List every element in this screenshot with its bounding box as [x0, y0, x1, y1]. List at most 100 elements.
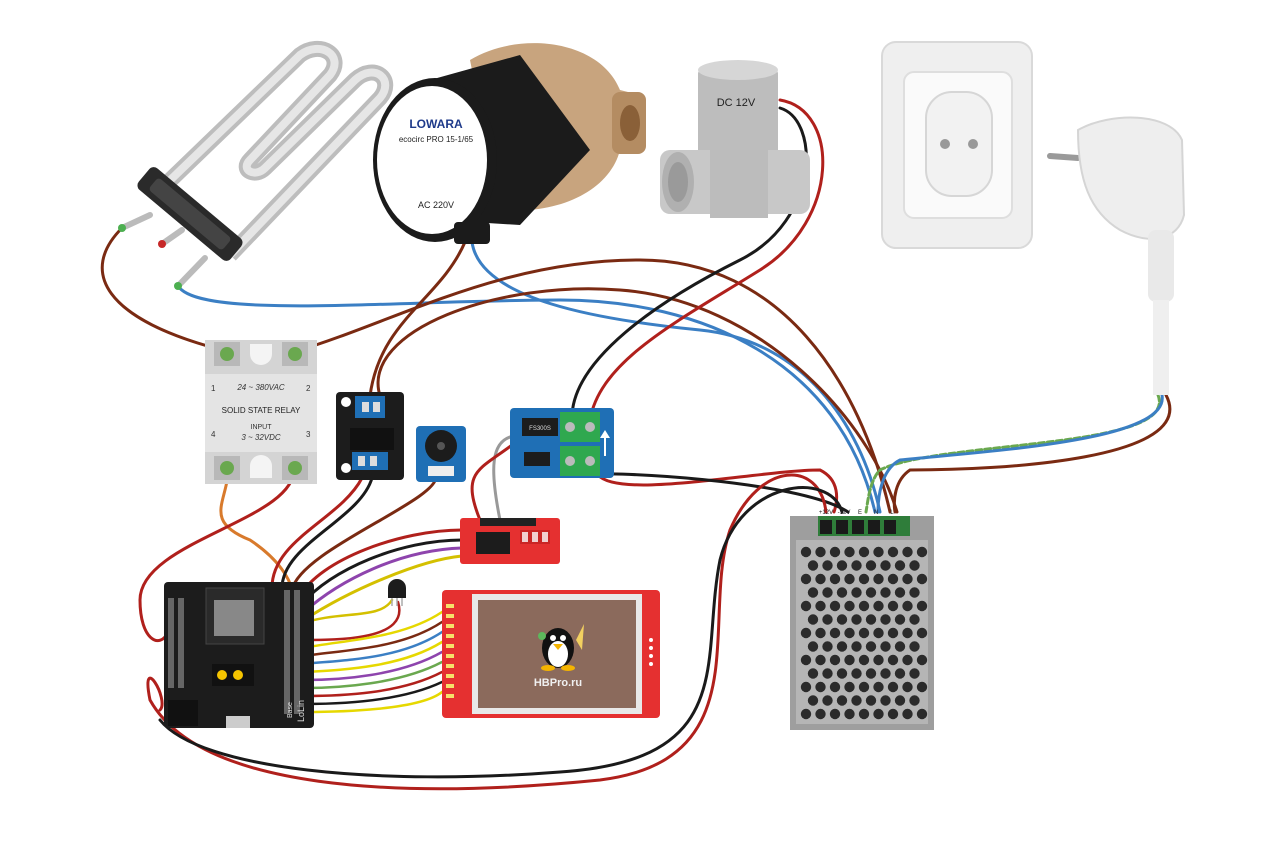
psu-vent-hole [916, 546, 928, 558]
psu-vent-hole [916, 654, 928, 666]
psu-vent-holes [800, 546, 928, 720]
psu-vent-hole [873, 627, 884, 639]
mcu-board: LoLin Base [164, 582, 314, 728]
psu-vent-hole [844, 654, 855, 666]
wire-tft-3 [302, 630, 444, 666]
psu-vent-hole [844, 573, 855, 585]
psu-vent-hole [909, 641, 920, 652]
psu-vent-hole [880, 641, 891, 652]
display-brand: HBPro.ru [534, 677, 582, 689]
psu-vent-hole [916, 573, 928, 585]
solenoid-valve: DC 12V [660, 60, 810, 218]
mcu-left-headers [168, 598, 184, 688]
psu-vent-hole [887, 627, 899, 639]
psu-vent-hole [829, 708, 841, 720]
psu-vent-hole [807, 614, 819, 625]
psu-terminals [820, 520, 896, 534]
psu-terminal-5: L [890, 510, 894, 516]
psu-vent-hole [851, 560, 862, 571]
psu-vent-hole [894, 668, 906, 679]
psu-vent-hole [822, 614, 833, 625]
wire-pump-blue [470, 240, 882, 514]
wire-tft-1 [302, 610, 444, 650]
psu-vent-hole [829, 600, 841, 612]
ssr-dc-range: 3 ~ 32VDC [241, 433, 281, 442]
psu-vent-hole [902, 708, 913, 720]
psu-vent-hole [858, 573, 870, 585]
psu-vent-hole [858, 627, 870, 639]
psu-vent-hole [865, 614, 877, 625]
ssr-ac-range: 24 ~ 380VAC [236, 383, 285, 392]
tft-left-header [446, 604, 454, 698]
psu-vent-hole [916, 708, 928, 720]
psu-vent-hole [909, 560, 920, 571]
psu-terminal-2: -12V [838, 510, 851, 516]
psu-vent-hole [873, 708, 884, 720]
wire-valve-red [588, 98, 825, 422]
psu-vent-hole [902, 627, 913, 639]
psu-vent-hole [815, 654, 826, 666]
pump-model: ecocirc PRO 15-1/65 [399, 135, 474, 144]
wire-tft-7 [302, 670, 444, 698]
power-supply: +12V -12V E N L [790, 510, 934, 730]
psu-vent-hole [902, 654, 913, 666]
mcu-board-name: LoLin [296, 700, 306, 722]
psu-vent-hole [887, 681, 899, 693]
psu-vent-hole [894, 695, 906, 706]
psu-vent-hole [844, 600, 855, 612]
psu-vent-hole [836, 587, 848, 598]
psu-vent-hole [836, 695, 848, 706]
psu-vent-hole [909, 614, 920, 625]
wire-mosfet-red [596, 468, 839, 514]
psu-vent-hole [822, 668, 833, 679]
wire-tft-4 [302, 640, 444, 674]
tft-right-header [649, 638, 653, 666]
psu-vent-hole [800, 546, 812, 558]
ssr-title: SOLID STATE RELAY [222, 406, 301, 415]
psu-vent-hole [800, 681, 812, 693]
psu-vent-hole [902, 600, 913, 612]
psu-vent-hole [807, 695, 819, 706]
psu-vent-hole [909, 695, 920, 706]
mcu-board-sub: Base [287, 702, 294, 718]
wire-ssr-pump-brown [292, 258, 892, 514]
wire-sig-3 [290, 474, 438, 592]
psu-vent-hole [873, 654, 884, 666]
psu-vent-hole [815, 546, 826, 558]
psu-vent-hole [822, 587, 833, 598]
wire-psu-black-loop [158, 486, 844, 779]
psu-vent-hole [909, 587, 920, 598]
psu-vent-hole [858, 600, 870, 612]
wire-heater-neutral [176, 284, 877, 514]
ssr-input-label: INPUT [251, 424, 273, 431]
psu-vent-hole [815, 627, 826, 639]
psu-vent-hole [800, 708, 812, 720]
psu-vent-hole [800, 627, 812, 639]
psu-vent-hole [858, 708, 870, 720]
psu-vent-hole [822, 695, 833, 706]
psu-vent-hole [800, 654, 812, 666]
psu-vent-hole [887, 654, 899, 666]
psu-vent-hole [902, 681, 913, 693]
psu-vent-hole [873, 573, 884, 585]
wire-valve-black [570, 106, 808, 422]
psu-vent-hole [865, 587, 877, 598]
mosfet-module: FS300S [510, 408, 614, 478]
psu-vent-hole [829, 654, 841, 666]
psu-vent-hole [865, 641, 877, 652]
psu-vent-hole [880, 668, 891, 679]
wire-i2c-3 [302, 546, 464, 614]
wire-mains-green [864, 393, 1161, 514]
psu-vent-hole [880, 614, 891, 625]
psu-vent-hole [829, 627, 841, 639]
ssr-pin-4: 4 [211, 430, 216, 439]
tft-display: HBPro.ru [442, 590, 660, 718]
psu-vent-hole [829, 546, 841, 558]
ssr-pin-3: 3 [306, 430, 311, 439]
psu-vent-hole [836, 560, 848, 571]
psu-vent-hole [836, 614, 848, 625]
psu-vent-hole [887, 600, 899, 612]
psu-vent-hole [858, 546, 870, 558]
psu-vent-hole [916, 600, 928, 612]
